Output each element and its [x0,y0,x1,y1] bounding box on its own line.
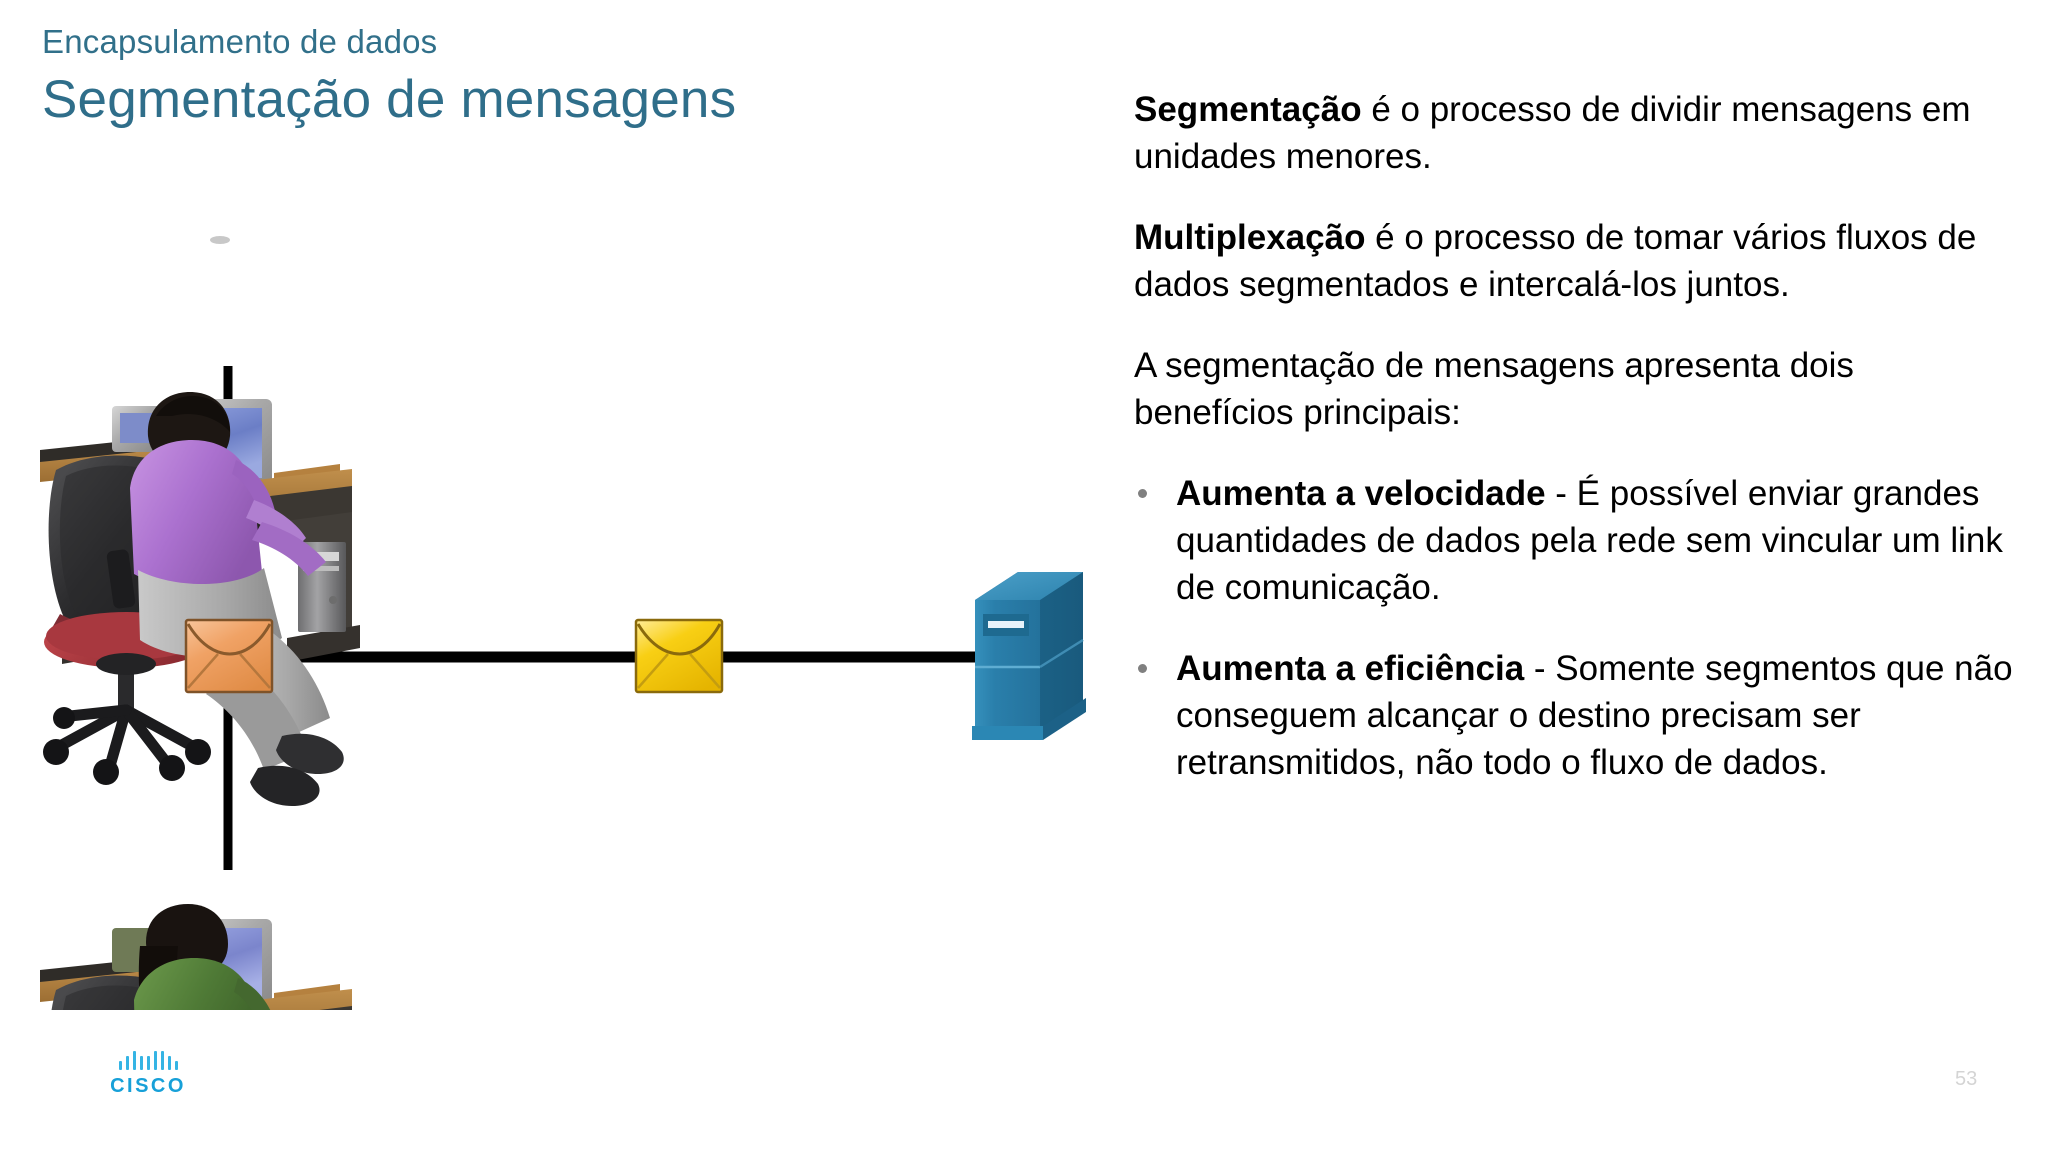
workstation-bottom-illustration [40,904,352,1010]
workstation-top-illustration [40,392,360,806]
paragraph-multiplexacao-lead: Multiplexação [1134,218,1366,257]
network-diagram [0,170,1100,1010]
envelope-orange-icon [184,618,274,694]
envelope-yellow-icon [634,618,724,694]
bullet-dot-icon [1138,664,1147,673]
cisco-wordmark: CISCO [110,1075,186,1097]
page-title: Segmentação de mensagens [42,70,737,129]
bullet-eficiencia-text: Aumenta a eficiência - Somente segmentos… [1176,649,2013,782]
bullet-velocidade-text: Aumenta a velocidade - É possível enviar… [1176,474,2003,607]
paragraph-segmentacao-rest: é o processo de dividir mensagens em uni… [1134,90,1971,176]
benefits-bullet-list: Aumenta a velocidade - É possível enviar… [1134,470,2014,786]
paragraph-beneficios-intro: A segmentação de mensagens apresenta doi… [1134,342,2014,436]
bullet-eficiencia-lead: Aumenta a eficiência [1176,649,1525,688]
paragraph-beneficios-intro-text: A segmentação de mensagens apresenta doi… [1134,346,1854,432]
bullet-velocidade-rest: - É possível enviar grandes quantidades … [1176,474,2003,607]
paragraph-segmentacao-lead: Segmentação [1134,90,1362,129]
bullet-dot-icon [1138,489,1147,498]
paragraph-multiplexacao-rest: é o processo de tomar vários fluxos de d… [1134,218,1977,304]
slide-header: Encapsulamento de dados Segmentação de m… [42,22,1042,132]
bullet-velocidade-lead: Aumenta a velocidade [1176,474,1546,513]
bullet-eficiencia-rest: - Somente segmentos que não conseguem al… [1176,649,2013,782]
list-item: Aumenta a velocidade - É possível enviar… [1134,470,2014,611]
paragraph-segmentacao: Segmentação é o processo de dividir mens… [1134,86,2014,180]
paragraph-multiplexacao: Multiplexação é o processo de tomar vári… [1134,214,2014,308]
eyebrow-title: Encapsulamento de dados [42,23,438,60]
page-number: 53 [1955,1068,1978,1090]
mouse-artifact [210,236,230,244]
list-item: Aumenta a eficiência - Somente segmentos… [1134,645,2014,786]
cisco-logo: CISCO [88,1048,208,1098]
cisco-bridge-icon [88,1048,208,1070]
server-icon [972,572,1086,740]
body-content: Segmentação é o processo de dividir mens… [1134,86,2014,786]
